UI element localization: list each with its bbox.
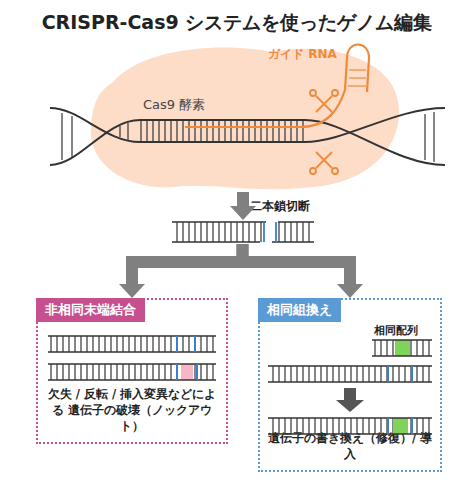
- dna-strand: [372, 355, 432, 357]
- diagram-title: CRISPR-Cas9 システムを使ったゲノム編集: [0, 10, 474, 36]
- dna-strand: [372, 339, 432, 341]
- homology-mark: [395, 340, 410, 356]
- cut-end: [176, 364, 178, 380]
- base-pairs: [372, 340, 432, 356]
- part-label: ガイド RNA: [268, 46, 337, 63]
- cut-end: [176, 336, 178, 352]
- cut-end: [194, 336, 196, 352]
- cut-end: [196, 364, 198, 380]
- box-heading: 相同組換え: [258, 298, 341, 322]
- dna-strand: [272, 241, 314, 243]
- dna-strand: [48, 351, 216, 353]
- dna-strand: [278, 221, 314, 223]
- arrow-head: [337, 284, 363, 298]
- enzyme-label: Cas9 酵素: [143, 96, 205, 114]
- base-pair: [424, 114, 425, 160]
- dna-strand: [268, 365, 432, 367]
- box-body: 欠失 / 反転 / 挿入変異などによる 遺伝子の破壊（ノックアウト）: [44, 386, 220, 434]
- box-body: 遺伝子の書き換え（修復）/ 導入: [266, 430, 434, 462]
- base-pair: [433, 112, 434, 162]
- flow-line: [132, 244, 243, 284]
- base-pairs: [274, 222, 314, 242]
- base-pairs: [268, 366, 432, 382]
- dna-strand: [48, 379, 216, 381]
- flow-line: [237, 192, 249, 206]
- base-pair: [61, 113, 62, 160]
- base-pairs: [48, 336, 216, 352]
- blob-shape: [91, 47, 399, 189]
- cut-end: [275, 222, 277, 242]
- dna-strand: [48, 335, 216, 337]
- enzyme-blob: Cas9 酵素: [83, 42, 403, 192]
- base-pairs: [48, 364, 216, 380]
- cut-end: [411, 366, 413, 382]
- flow-line: [243, 244, 351, 284]
- arrow-head: [119, 284, 145, 298]
- dna-strand: [268, 381, 432, 383]
- base-pair: [71, 116, 72, 157]
- step-arrow: [344, 388, 356, 400]
- process-box: 非相同末端結合欠失 / 反転 / 挿入変異などによる 遺伝子の破壊（ノックアウト…: [36, 298, 228, 444]
- dna-strand: [48, 363, 216, 365]
- flow-arrow: [243, 244, 364, 298]
- step-arrow: [336, 400, 364, 412]
- flow-arrow: [119, 244, 243, 298]
- blob-outline: [83, 42, 403, 192]
- dna-strand: [172, 241, 260, 243]
- step-label: 二本鎖切断: [250, 198, 310, 215]
- box-heading: 非相同末端結合: [36, 298, 145, 322]
- cut-end: [263, 222, 265, 242]
- dna-strand: [172, 221, 266, 223]
- base-pairs: [172, 222, 266, 242]
- part-label: 相同配列: [374, 323, 418, 338]
- mutation-mark: [181, 364, 193, 380]
- break-site: 二本鎖切断: [170, 220, 315, 244]
- cut-end: [387, 366, 389, 382]
- dna-strand: [268, 417, 432, 419]
